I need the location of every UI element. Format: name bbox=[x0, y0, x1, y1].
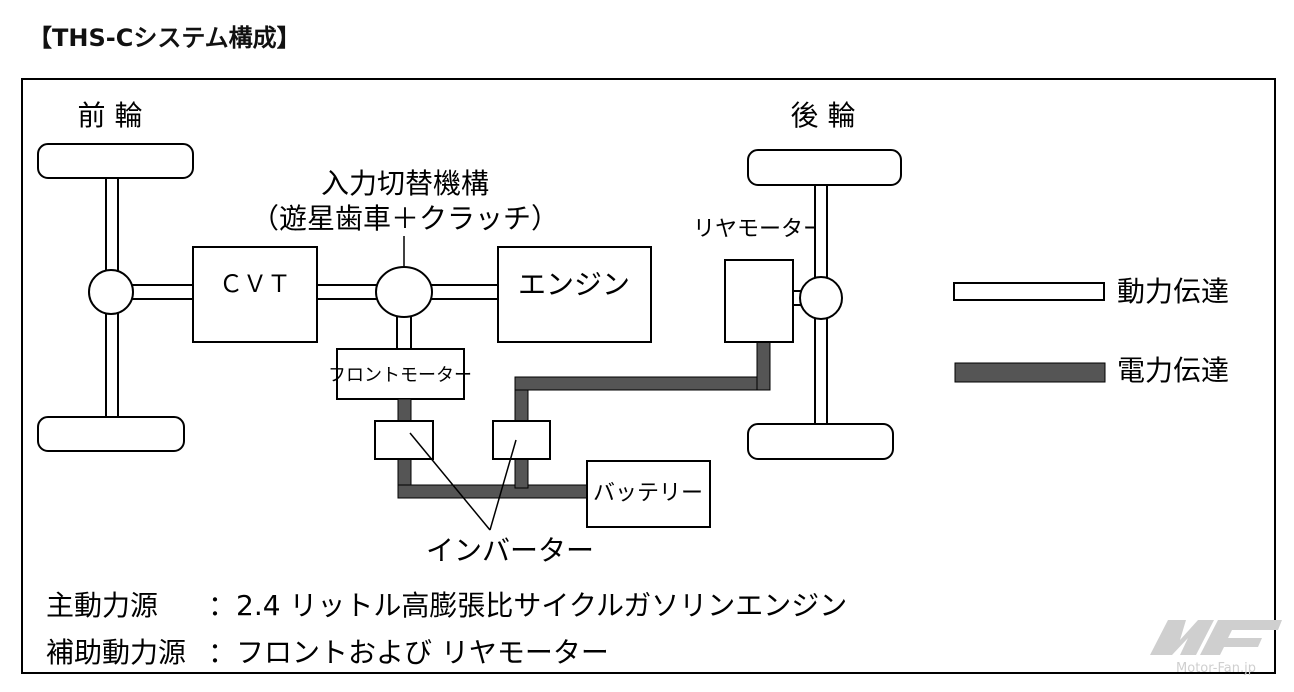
legend-electric-label: 電力伝達 bbox=[1117, 354, 1229, 387]
inverter-front bbox=[374, 420, 434, 460]
rear-wheel-bottom bbox=[747, 423, 894, 460]
main-power-label: 主動力源 bbox=[46, 589, 158, 622]
front-wheel-top bbox=[37, 143, 194, 179]
front-motor-box bbox=[336, 348, 465, 400]
elec-inverter2-down bbox=[514, 457, 529, 489]
shaft-planetary-engine bbox=[429, 284, 499, 300]
page-title: 【THS-Cシステム構成】 bbox=[28, 24, 301, 52]
battery-label: バッテリー bbox=[593, 481, 703, 506]
cvt-label: ＣＶＴ bbox=[219, 270, 291, 298]
engine-label: エンジン bbox=[518, 268, 630, 301]
front-motor-label: フロントモーター bbox=[328, 365, 472, 386]
rear-wheels-label: 後 輪 bbox=[791, 99, 856, 132]
legend-electric-swatch bbox=[954, 362, 1106, 383]
front-differential bbox=[88, 269, 134, 315]
rear-differential bbox=[799, 276, 843, 320]
legend-power-label: 動力伝達 bbox=[1117, 275, 1229, 308]
rear-wheel-top bbox=[747, 149, 902, 186]
legend-power-swatch bbox=[953, 282, 1105, 301]
planetary-gear bbox=[375, 266, 433, 318]
front-wheels-label: 前 輪 bbox=[78, 99, 143, 132]
shaft-front-diff-cvt bbox=[127, 284, 195, 300]
elec-bus-to-battery bbox=[397, 484, 589, 499]
rear-motor-box bbox=[724, 259, 794, 343]
elec-rear-motor-vertical bbox=[756, 341, 771, 391]
inverter-rear bbox=[492, 420, 551, 460]
watermark-logo-icon bbox=[1150, 620, 1282, 655]
aux-power-value: ：フロントおよび リヤモーター bbox=[208, 636, 609, 669]
battery-box bbox=[586, 460, 711, 528]
elec-front-motor-inverter bbox=[397, 398, 412, 422]
cvt-box bbox=[192, 246, 318, 343]
pointer-inverter-rear bbox=[489, 439, 517, 531]
aux-power-label: 補助動力源 bbox=[46, 636, 186, 669]
diagram-frame bbox=[21, 78, 1276, 674]
rear-motor-label: リヤモーター bbox=[693, 217, 825, 242]
elec-to-rear-motor-horizontal bbox=[514, 376, 771, 391]
inverter-label: インバーター bbox=[426, 534, 594, 567]
input-switch-label: 入力切替機構 bbox=[321, 167, 489, 200]
pointer-inverter-front bbox=[409, 432, 491, 531]
main-power-value: ：2.4 リットル高膨張比サイクルガソリンエンジン bbox=[208, 589, 847, 622]
front-wheel-bottom bbox=[37, 416, 185, 452]
input-switch-sublabel: （遊星歯車＋クラッチ） bbox=[251, 202, 559, 235]
shaft-cvt-planetary bbox=[316, 284, 378, 300]
engine-box bbox=[497, 246, 652, 343]
shaft-planetary-front-motor bbox=[396, 312, 412, 350]
watermark-site: Motor-Fan.jp bbox=[1176, 661, 1256, 676]
